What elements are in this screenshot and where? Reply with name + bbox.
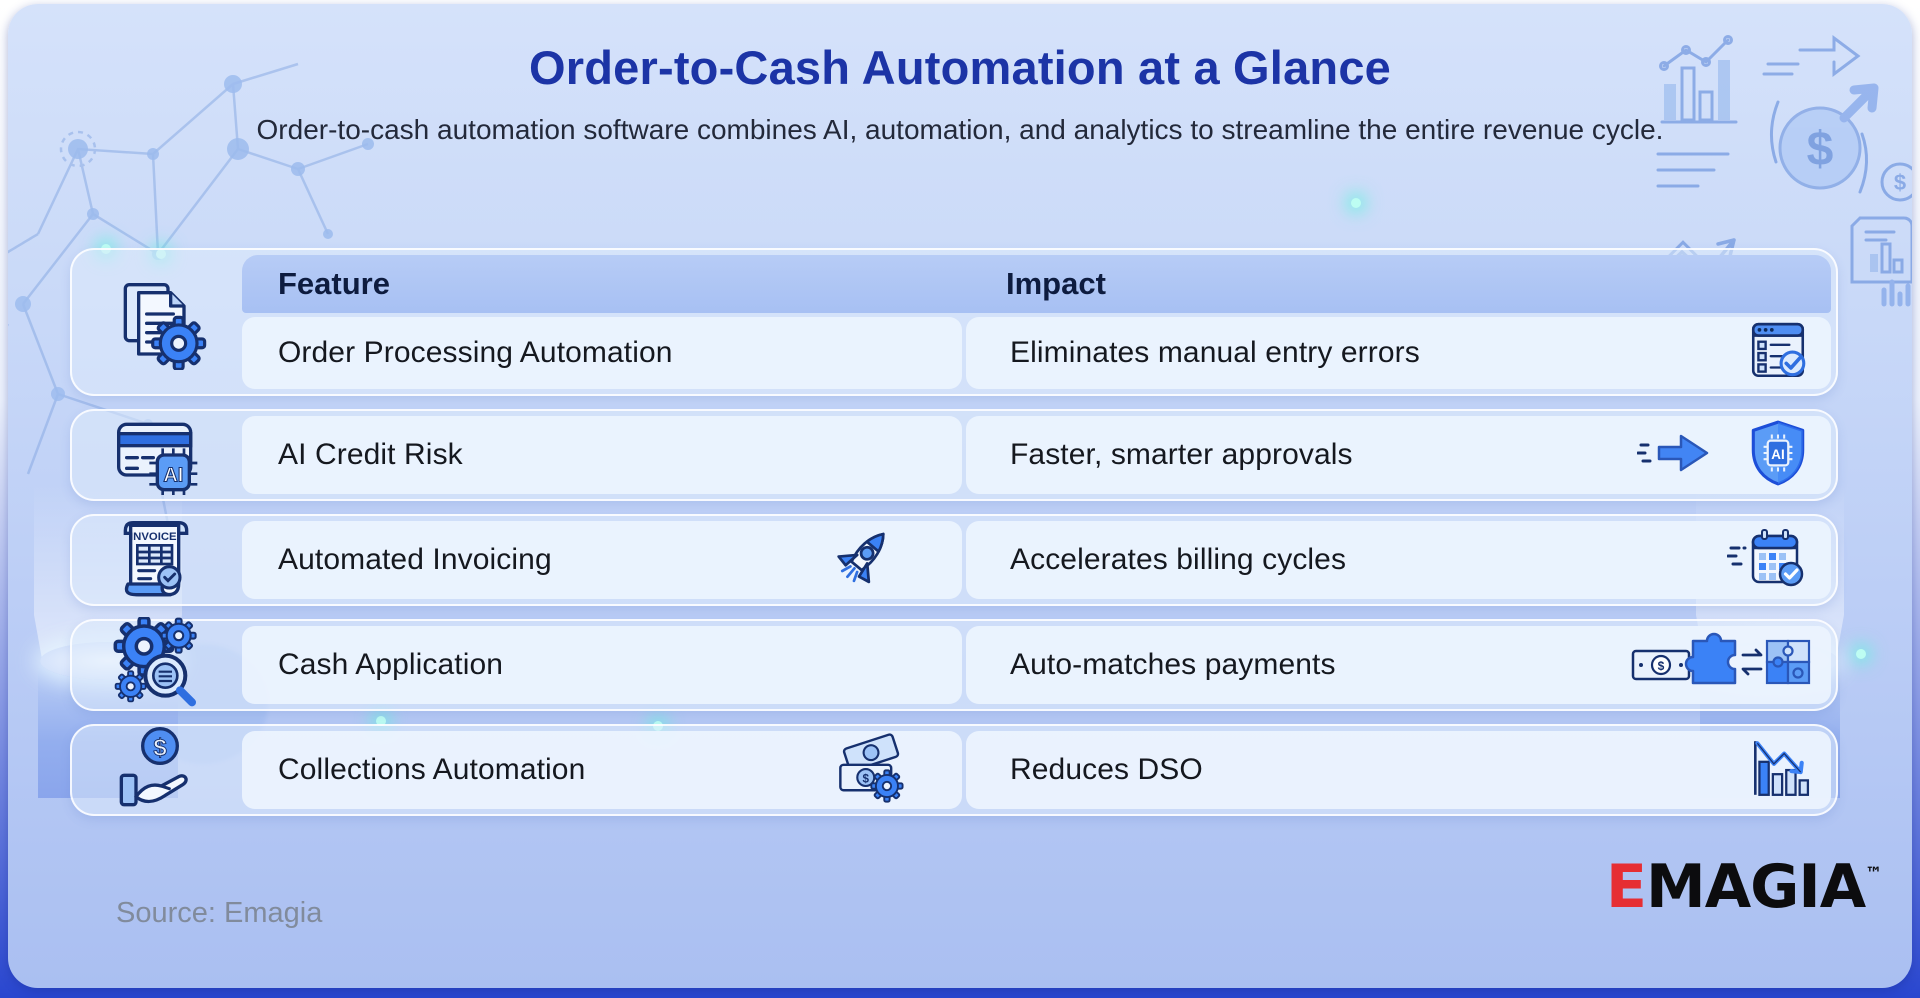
svg-text:$: $ [863, 772, 870, 785]
impact-cell: Eliminates manual entry errors [1010, 336, 1420, 369]
impact-cell: Reduces DSO [1010, 753, 1203, 786]
impact-cell: Accelerates billing cycles [1010, 543, 1347, 576]
table-row-group: $ Collections Automation [70, 724, 1838, 816]
impact-cell: Auto-matches payments [1010, 648, 1336, 681]
documents-gear-icon [77, 255, 242, 389]
calendar-check-icon [1726, 525, 1811, 596]
table-row-group: Feature Impact Order Processing Automati… [70, 248, 1838, 396]
table-row-group: INVOICE Automated Invoicing [70, 514, 1838, 606]
svg-text:AI: AI [1771, 447, 1784, 462]
feature-impact-table: Feature Impact Order Processing Automati… [70, 248, 1838, 816]
feature-cell: Automated Invoicing [278, 543, 552, 576]
sparkle-glow [1351, 198, 1361, 208]
table-row: Order Processing Automation Eliminates m… [242, 317, 1831, 389]
feature-cell: Order Processing Automation [278, 336, 673, 369]
ai-shield-icon: AI [1745, 418, 1811, 493]
hand-coin-icon: $ [77, 727, 242, 809]
rocket-icon [830, 523, 900, 598]
emagia-logo: EMAGIA™ [1606, 852, 1882, 922]
order-checklist-check-icon [1745, 318, 1811, 389]
feature-cell: Collections Automation [278, 753, 586, 786]
table-row-group: AI AI Credit Risk Faster, smarter approv… [70, 409, 1838, 501]
emagia-logo-first-letter: E [1606, 852, 1647, 922]
trademark-symbol: ™ [1865, 864, 1883, 884]
table-header: Feature Impact [242, 255, 1831, 313]
svg-text:AI: AI [163, 465, 183, 487]
credit-card-ai-chip-icon: AI [77, 416, 242, 495]
declining-bar-chart-icon [1745, 735, 1811, 806]
svg-text:$: $ [1807, 123, 1834, 176]
page-title: Order-to-Cash Automation at a Glance [528, 41, 1391, 94]
speed-arrow-icon [1636, 425, 1719, 486]
svg-text:$: $ [1658, 659, 1665, 673]
column-header-impact: Impact [1006, 266, 1106, 301]
feature-cell: AI Credit Risk [278, 438, 463, 471]
invoice-scroll-icon: INVOICE [77, 521, 242, 599]
svg-text:$: $ [153, 734, 167, 761]
sparkle-glow [1856, 649, 1866, 659]
svg-text:$: $ [1894, 170, 1906, 195]
column-header-feature: Feature [278, 266, 390, 301]
banknote-puzzle-swap-icon: $ [1631, 629, 1811, 702]
svg-text:INVOICE: INVOICE [130, 531, 177, 543]
feature-cell: Cash Application [278, 648, 504, 681]
page-subtitle: Order-to-cash automation software combin… [256, 114, 1664, 145]
gears-magnifier-icon [77, 617, 242, 707]
table-row-group: Cash Application Auto-matches payments $ [70, 617, 1838, 711]
banknotes-gear-icon: $ [834, 732, 906, 808]
source-attribution: Source: Emagia [116, 897, 323, 929]
sparkle-glow [376, 716, 386, 726]
infographic-card: $ $ Order-to-Cash Automation at a Glance… [8, 4, 1912, 988]
emagia-logo-rest: MAGIA [1646, 852, 1866, 922]
impact-cell: Faster, smarter approvals [1010, 438, 1353, 471]
